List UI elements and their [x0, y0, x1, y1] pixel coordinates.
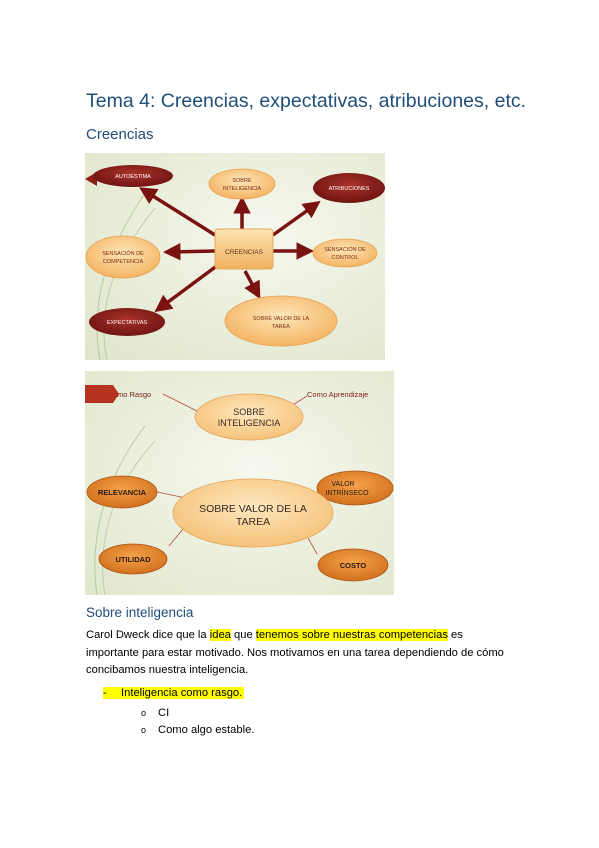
inteligencia-label-2: INTELIGENCIA: [218, 418, 281, 428]
sublist-item-ci: o CI: [141, 707, 169, 719]
competencia-label-1: SENSACIÓN DE: [102, 250, 144, 257]
sobre-valor-center-label-2: TAREA: [236, 516, 270, 528]
list-item-label: Inteligencia como rasgo.: [121, 687, 243, 699]
list-item-inteligencia-rasgo: - Inteligencia como rasgo.: [103, 687, 245, 699]
como-rasgo-label: mo Rasgo: [117, 390, 151, 399]
control-label-2: CONTROL: [332, 255, 359, 261]
circle-bullet-icon: o: [141, 708, 147, 718]
creencias-center-label: CREENCIAS: [225, 249, 264, 256]
sobre-valor-center-label-1: SOBRE VALOR DE LA: [199, 503, 307, 515]
highlight-competencias: tenemos sobre nuestras competencias: [255, 629, 448, 641]
sublist-item-label: CI: [158, 707, 170, 719]
valor-intrinseco-label-1: VALOR: [331, 481, 354, 488]
inteligencia-label-1: SOBRE: [233, 407, 265, 417]
utilidad-label: UTILIDAD: [116, 555, 152, 564]
paragraph-text-5: es importante para estar motivado. Nos m…: [86, 629, 504, 676]
sublist-item-label: Como algo estable.: [158, 724, 255, 736]
sobre-valor-diagram: mo Rasgo Como Aprendizaje SOBRE INTELIGE…: [85, 371, 394, 595]
costo-label: COSTO: [340, 561, 367, 570]
body-paragraph: Carol Dweck dice que la idea que tenemos…: [86, 627, 506, 680]
valor-tarea-label-1: SOBRE VALOR DE LA: [253, 316, 310, 322]
control-label-1: SENSACIÓN DE: [324, 246, 366, 253]
sublist-item-estable: o Como algo estable.: [141, 724, 254, 736]
section-heading-creencias: Creencias: [86, 126, 154, 143]
paragraph-text-1: Carol Dweck dice que la: [86, 629, 210, 641]
valor-tarea-label-2: TAREA: [272, 324, 290, 330]
sobre-inteligencia-label-1: SOBRE: [232, 178, 252, 184]
como-aprendizaje-label: Como Aprendizaje: [307, 390, 368, 399]
expectativas-label: EXPECTATIVAS: [107, 320, 148, 326]
atribuciones-label: ATRIBUCIONES: [329, 186, 370, 192]
circle-bullet-icon: o: [141, 725, 147, 735]
section-heading-sobre-inteligencia: Sobre inteligencia: [86, 605, 194, 620]
creencias-diagram: CREENCIAS AUTOESTIMA SOBRE INTELIGENCIA …: [85, 153, 385, 360]
sobre-inteligencia-label-2: INTELIGENCIA: [223, 186, 262, 192]
competencia-label-2: COMPETENCIA: [103, 259, 144, 265]
valor-intrinseco-label-2: INTRÍNSECO: [325, 488, 369, 497]
highlight-idea: idea: [209, 629, 231, 641]
autoestima-label: AUTOESTIMA: [115, 174, 151, 180]
page-title: Tema 4: Creencias, expectativas, atribuc…: [86, 90, 527, 112]
relevancia-label: RELEVANCIA: [98, 488, 147, 497]
dash-marker: -: [103, 687, 107, 699]
paragraph-text-3: que: [230, 629, 256, 641]
